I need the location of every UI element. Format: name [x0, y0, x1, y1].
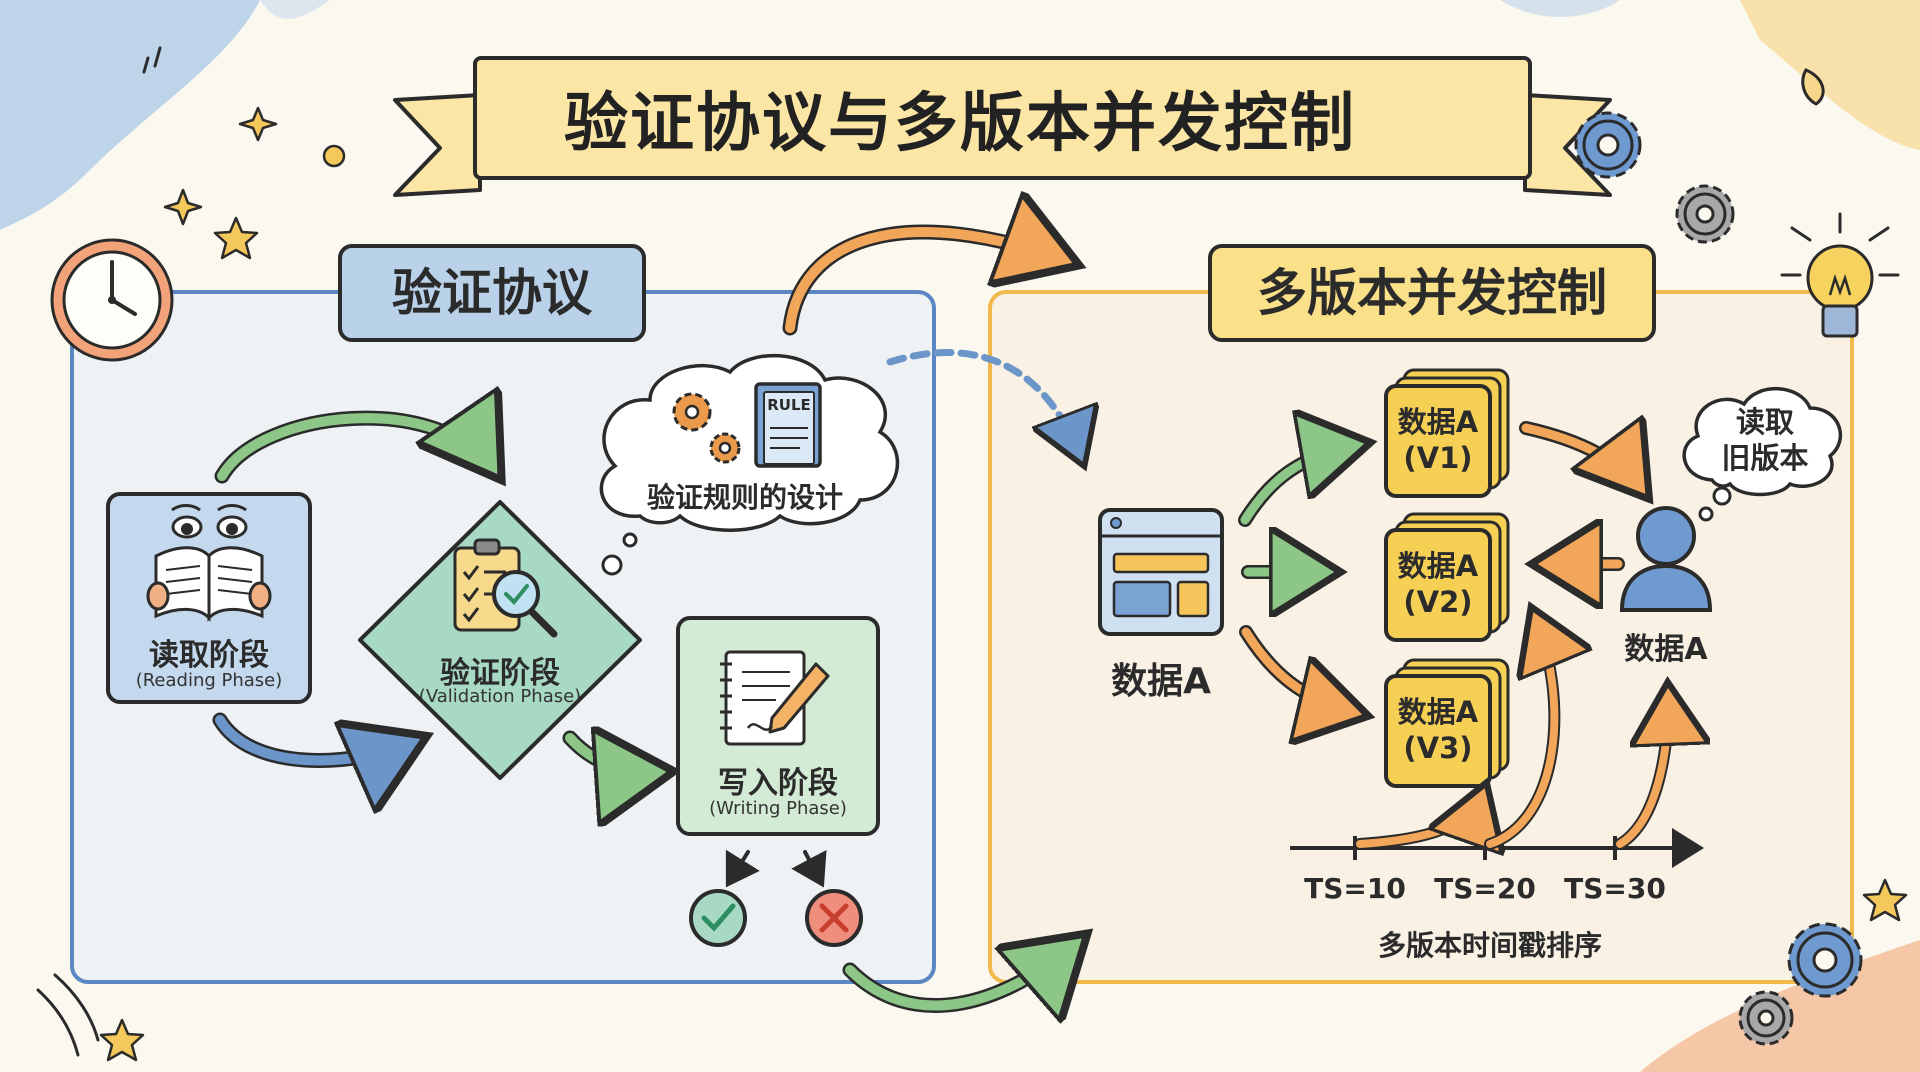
reader-thought-text: 读取 旧版本: [1700, 404, 1830, 476]
writing-phase-en: (Writing Phase): [709, 798, 847, 819]
reading-phase-en: (Reading Phase): [135, 670, 283, 691]
rule-book-icon: [754, 382, 822, 468]
reading-phase-name: 读取阶段: [149, 638, 269, 673]
fail-icon: [805, 889, 863, 947]
validation-phase-name: 验证阶段: [440, 656, 560, 691]
transition-arrow: [782, 232, 1082, 1006]
validation-phase-card: [358, 500, 642, 780]
gear-icon: [1738, 922, 1863, 1046]
validation-panel-title: 验证协议: [338, 244, 646, 342]
writing-phase-name: 写入阶段: [718, 766, 838, 801]
gear-icon: [672, 392, 741, 464]
version-tag: (V3): [1403, 731, 1473, 765]
timestamp-label: TS=10: [1304, 872, 1406, 905]
leaf-icon: [1801, 68, 1825, 106]
star-icon: [99, 106, 1908, 1062]
writing-phase-card: [676, 616, 880, 836]
thought-text: 验证规则的设计: [646, 481, 843, 514]
book-icon: [146, 504, 272, 622]
version-name: 数据A: [1397, 405, 1479, 439]
magnifier-icon: [492, 570, 558, 638]
timeline-caption: 多版本时间戳排序: [1377, 929, 1602, 962]
version-card-v3: 数据A (V3): [1386, 694, 1490, 766]
timestamp-label: TS=20: [1434, 872, 1536, 905]
data-source-label: 数据A: [1111, 661, 1211, 702]
version-card-stack: [1384, 368, 1510, 788]
gear-icon: [1574, 111, 1735, 244]
validation-phase-en: (Validation Phase): [418, 686, 582, 707]
version-tag: (V2): [1403, 585, 1473, 619]
timestamp-label: TS=30: [1564, 872, 1666, 905]
success-icon: [689, 889, 747, 947]
rule-book-label: RULE: [767, 396, 811, 414]
reader-thought-cloud: [1682, 387, 1842, 522]
validation-rule-thought-cloud: [599, 353, 900, 576]
reader-thought-line2: 旧版本: [1721, 441, 1809, 475]
mvcc-panel-title: 多版本并发控制: [1208, 244, 1656, 342]
flow-arrow: [212, 418, 827, 888]
reader-person-icon: [1619, 506, 1713, 612]
page-title: 验证协议与多版本并发控制: [564, 87, 1356, 161]
timestamp-arrow: [1354, 614, 1668, 844]
version-arrow: [1238, 428, 1644, 714]
version-name: 数据A: [1397, 549, 1479, 583]
version-name: 数据A: [1397, 695, 1479, 729]
version-card-v1: 数据A (V1): [1386, 404, 1490, 476]
version-tag: (V1): [1403, 441, 1473, 475]
version-card-v2: 数据A (V2): [1386, 548, 1490, 620]
reader-label: 数据A: [1624, 632, 1708, 667]
data-source-window: [1098, 508, 1224, 636]
lightbulb-icon: [1780, 212, 1900, 338]
reader-thought-line1: 读取: [1735, 405, 1794, 439]
notepad-pencil-icon: [720, 650, 830, 746]
reading-phase-card: [106, 492, 312, 704]
clock-icon: [50, 238, 174, 362]
